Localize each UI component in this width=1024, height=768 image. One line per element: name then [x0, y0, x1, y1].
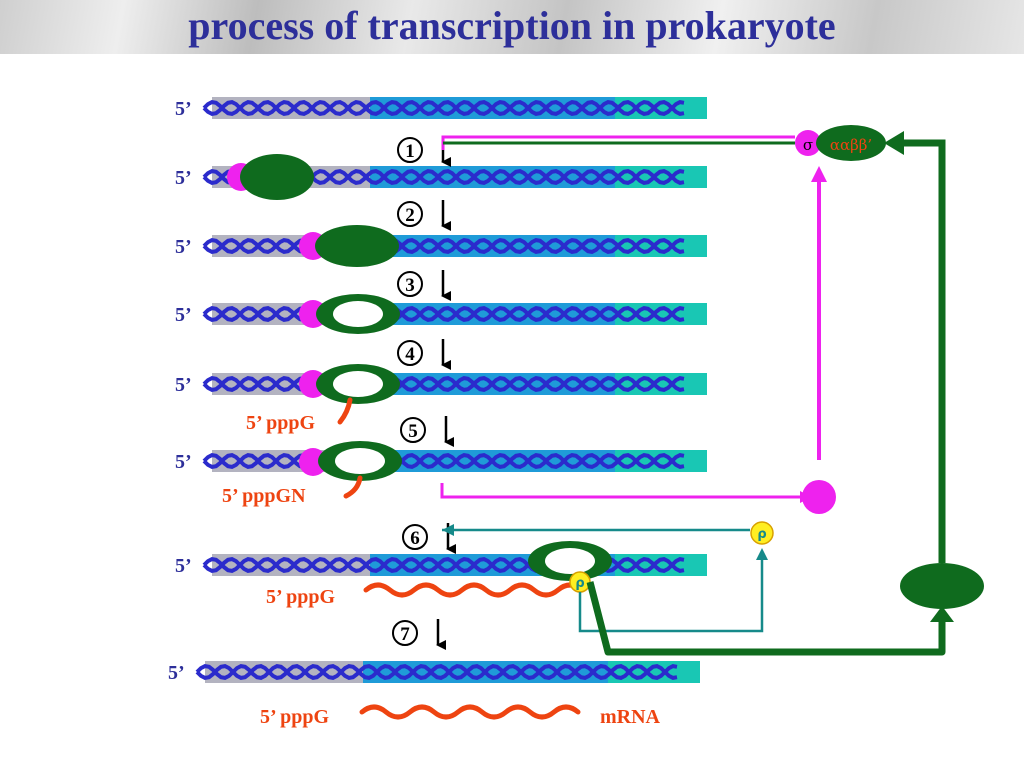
dna-row: 5’	[175, 235, 707, 258]
dna-rows: 5’ 5’ 5’ 5’ 5’ 5’ 5’ 5’	[168, 97, 707, 684]
dna-strand	[202, 376, 685, 392]
rna-label: 5’ pppG	[260, 706, 330, 728]
rna-polymerase	[315, 225, 399, 267]
dna-strand	[195, 664, 678, 680]
core-recycle-line	[902, 139, 946, 563]
five-prime-label: 5’	[168, 662, 185, 684]
dna-row: 5’	[175, 554, 707, 577]
step-2: 2	[397, 200, 451, 231]
step-circle	[397, 340, 423, 366]
sigma-label: σ	[803, 136, 813, 154]
core-label: ααββ’	[830, 136, 872, 154]
dna-strand	[195, 664, 678, 680]
dna-strand	[202, 100, 685, 116]
rna-label: 5’ pppG	[266, 586, 336, 608]
dna-strand	[202, 306, 685, 322]
dna-strand	[202, 238, 685, 254]
five-prime-label: 5’	[175, 98, 192, 120]
five-prime-label: 5’	[175, 555, 192, 577]
title-bar	[0, 0, 1024, 54]
dna-row: 5’	[175, 97, 707, 120]
free-sigma-factor	[802, 480, 836, 514]
step-circle	[392, 620, 418, 646]
rna-transcript	[363, 582, 585, 598]
dna-row: 5’	[175, 373, 707, 396]
rna-label: 5’ pppGN	[222, 485, 306, 507]
step-number: 6	[410, 528, 420, 549]
step-5: 5	[400, 416, 454, 447]
step-circle	[397, 271, 423, 297]
step-number: 1	[405, 141, 415, 162]
rna-transcript	[337, 397, 353, 425]
five-prime-label: 5’	[175, 304, 192, 326]
step-number: 2	[405, 205, 415, 226]
step-number: 7	[400, 624, 410, 645]
step-circle	[400, 417, 426, 443]
mrna-transcript	[359, 704, 581, 720]
dna-strand	[202, 453, 685, 469]
rho-label: ρ	[757, 527, 766, 542]
rho-recycle-line	[578, 558, 764, 633]
dna-row: 5’	[168, 661, 700, 684]
sigma-release-line	[440, 483, 800, 499]
mrna-label: mRNA	[600, 706, 661, 728]
transcription-bubble	[335, 448, 385, 474]
step-circle	[402, 524, 428, 550]
step-3: 3	[397, 270, 451, 301]
page-title: process of transcription in prokaryote	[188, 3, 836, 48]
dna-row: 5’	[175, 303, 707, 326]
step-7: 7	[392, 619, 446, 650]
holoenzyme-sigma	[795, 130, 821, 156]
step-markers: 1 2 3 4 5 6 7	[392, 136, 456, 650]
step-number: 4	[405, 344, 415, 365]
dna-strand	[202, 100, 685, 116]
dna-strand	[202, 376, 685, 392]
free-core-enzyme	[900, 563, 984, 609]
step-1: 1	[397, 136, 451, 167]
step-circle	[397, 137, 423, 163]
rna-polymerase	[240, 154, 314, 200]
step-6: 6	[402, 523, 456, 554]
five-prime-label: 5’	[175, 451, 192, 473]
holoenzyme-core	[816, 125, 886, 161]
transcription-bubble	[333, 301, 383, 327]
five-prime-label: 5’	[175, 374, 192, 396]
dna-strand	[202, 306, 685, 322]
step-number: 5	[408, 421, 418, 442]
dna-strand	[202, 453, 685, 469]
core-release-line	[586, 581, 946, 656]
five-prime-label: 5’	[175, 167, 192, 189]
free-rho-factor	[750, 521, 774, 545]
holoenzyme-recruit-line	[441, 135, 795, 150]
transcription-bubble	[333, 371, 383, 397]
dna-row: 5’	[175, 450, 707, 473]
step-number: 3	[405, 275, 415, 296]
step-4: 4	[397, 339, 451, 370]
step-circle	[397, 201, 423, 227]
rho-label: ρ	[575, 576, 584, 591]
transcription-bubble	[545, 548, 595, 574]
dna-strand	[202, 238, 685, 254]
five-prime-label: 5’	[175, 236, 192, 258]
rna-label: 5’ pppG	[246, 412, 316, 434]
rna-transcript	[343, 475, 363, 499]
